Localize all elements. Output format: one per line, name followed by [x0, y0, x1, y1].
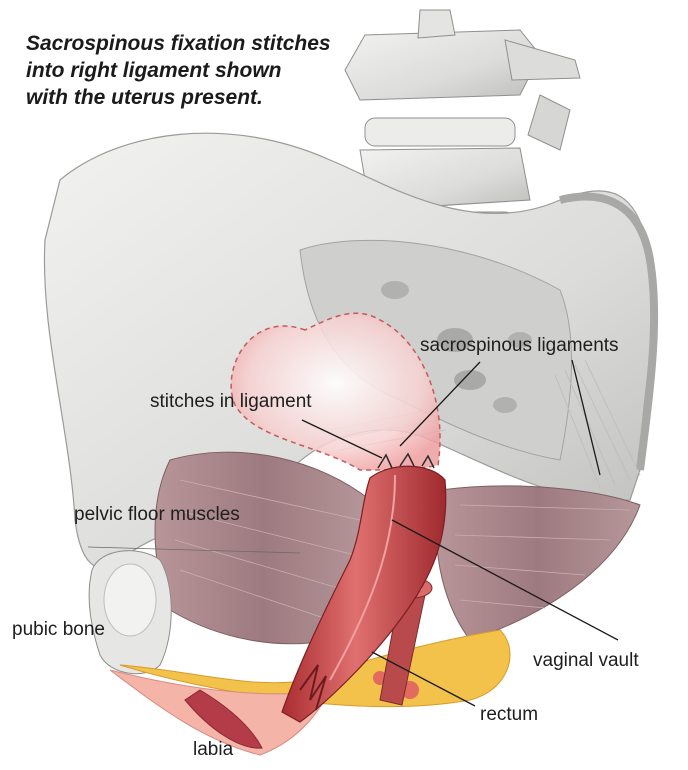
label-stitches-in-ligament: stitches in ligament	[150, 392, 312, 411]
label-labia: labia	[193, 740, 233, 759]
label-rectum: rectum	[480, 705, 538, 724]
pubic-bone	[89, 551, 171, 674]
label-pelvic-floor-muscles: pelvic floor muscles	[74, 505, 240, 524]
label-sacrospinous-ligaments: sacrospinous ligaments	[420, 336, 619, 355]
label-vaginal-vault: vaginal vault	[533, 651, 639, 670]
caption-line-2: into right ligament shown	[26, 57, 386, 84]
label-pubic-bone: pubic bone	[12, 620, 105, 639]
caption-line-3: with the uterus present.	[26, 84, 386, 111]
caption-line-1: Sacrospinous fixation stitches	[26, 30, 386, 57]
figure-caption: Sacrospinous fixation stitches into righ…	[26, 30, 386, 111]
